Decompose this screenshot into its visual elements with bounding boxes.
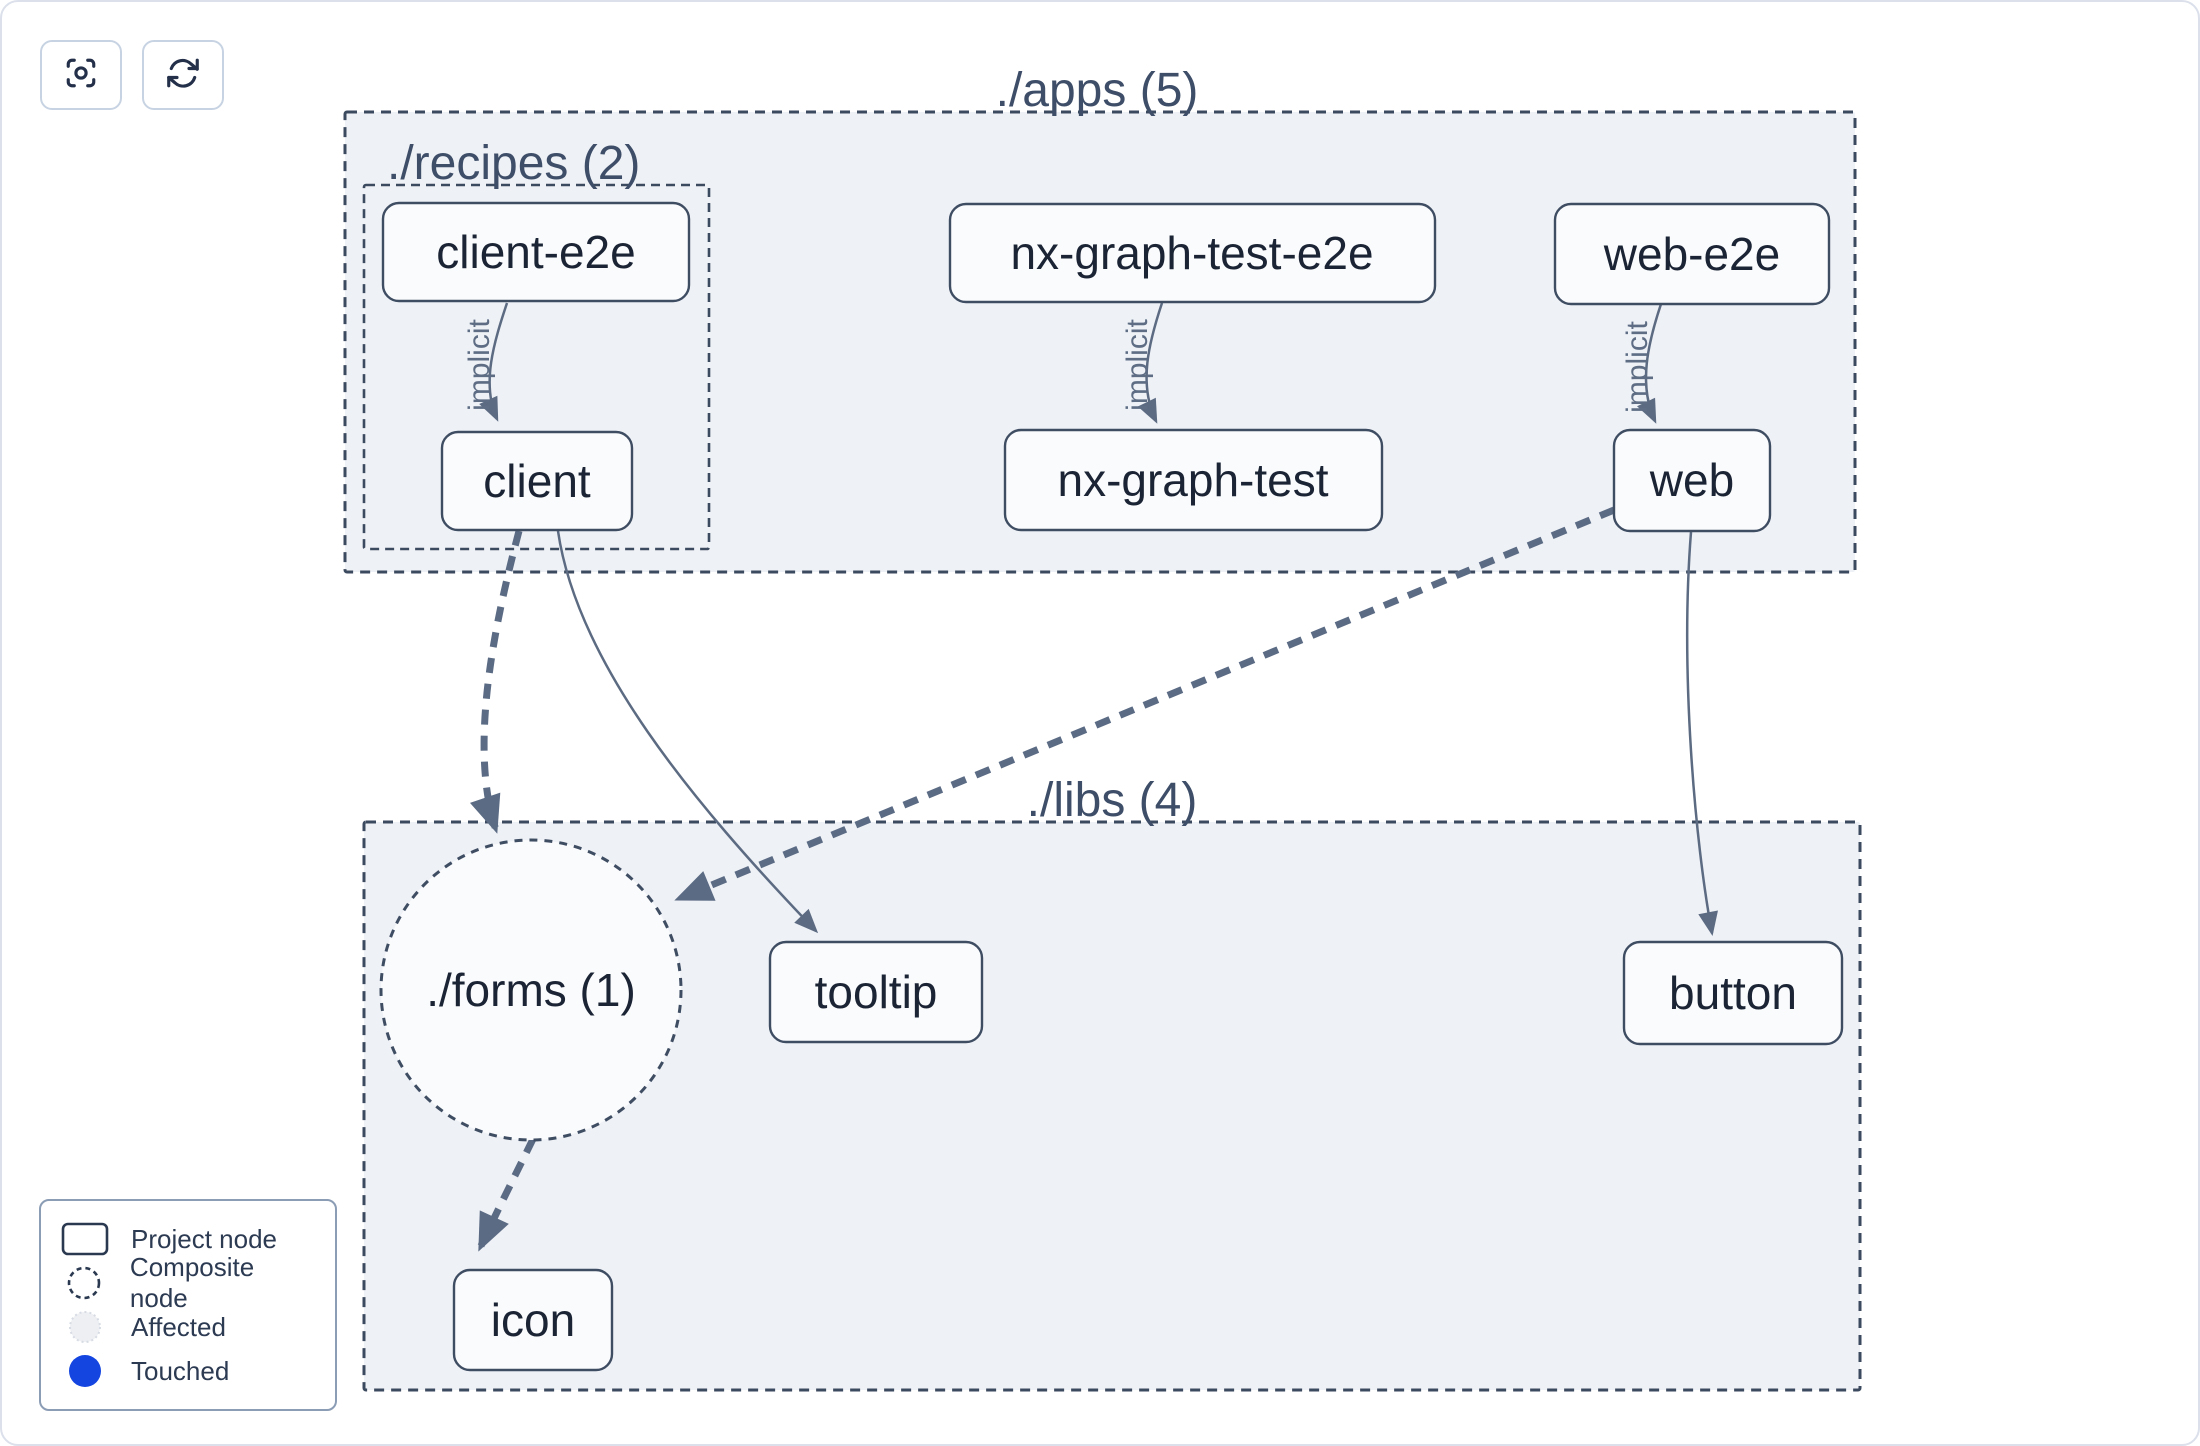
- group-recipes-title: ./recipes (2): [387, 137, 640, 190]
- edge-forms-to-icon: [476, 1137, 537, 1252]
- edge-label-implicit: implicit: [463, 319, 496, 411]
- refresh-button[interactable]: [142, 40, 224, 110]
- legend-item-touched: Touched: [61, 1349, 315, 1393]
- node-tooltip-label: tooltip: [815, 966, 938, 1018]
- node-icon-label: icon: [491, 1294, 575, 1346]
- node-web-e2e[interactable]: web-e2e: [1553, 202, 1831, 306]
- legend-item-affected: Affected: [61, 1305, 315, 1349]
- node-web-e2e-label: web-e2e: [1603, 228, 1780, 280]
- edge-nx-graph-test-e2e-to-nx-graph-test: [1137, 302, 1164, 424]
- edge-client-e2e-to-client: [479, 302, 509, 422]
- group-recipes-outline: [362, 183, 711, 551]
- node-button[interactable]: button: [1622, 940, 1844, 1046]
- composite-node-icon: [61, 1265, 108, 1301]
- node-web-label: web: [1649, 454, 1734, 506]
- legend-label: Project node: [131, 1223, 277, 1254]
- node-nx-graph-test-label: nx-graph-test: [1057, 454, 1328, 506]
- focus-button[interactable]: [40, 40, 122, 110]
- node-nx-graph-test[interactable]: nx-graph-test: [1003, 428, 1384, 532]
- node-client-e2e-label: client-e2e: [436, 226, 635, 278]
- node-client[interactable]: client: [440, 430, 634, 532]
- legend-item-project-node: Project node: [61, 1217, 315, 1261]
- edge-label-implicit: implicit: [1121, 319, 1154, 411]
- node-icon[interactable]: icon: [452, 1268, 614, 1372]
- legend: Project node Composite node Affected: [39, 1199, 337, 1411]
- node-web[interactable]: web: [1612, 428, 1772, 533]
- edge-client-to-tooltip: [556, 530, 819, 934]
- edge-client-to-forms: [469, 530, 523, 834]
- composite-node-forms[interactable]: ./forms (1): [379, 838, 683, 1142]
- group-libs-title: ./libs (4): [1027, 774, 1198, 827]
- group-apps-title: ./apps (5): [996, 64, 1199, 117]
- legend-label: Composite node: [129, 1252, 255, 1313]
- edge-web-e2e-to-web: [1637, 303, 1663, 424]
- touched-icon: [61, 1353, 109, 1389]
- composite-node-forms-label: ./forms (1): [426, 964, 636, 1016]
- node-nx-graph-test-e2e[interactable]: nx-graph-test-e2e: [948, 202, 1437, 304]
- node-nx-graph-test-e2e-label: nx-graph-test-e2e: [1010, 227, 1373, 279]
- group-apps-outline: [343, 110, 1857, 574]
- refresh-icon: [165, 55, 201, 96]
- composite-node-forms-circle[interactable]: [379, 838, 683, 1142]
- edge-label-implicit: implicit: [1621, 321, 1654, 413]
- focus-crosshair-icon: [63, 55, 99, 96]
- legend-item-composite-node: Composite node: [61, 1252, 315, 1313]
- node-client-label: client: [483, 455, 591, 507]
- edge-web-to-forms: [674, 506, 1616, 903]
- project-node-icon: [61, 1222, 109, 1256]
- node-tooltip[interactable]: tooltip: [768, 940, 984, 1044]
- edge-web-to-button: [1685, 531, 1718, 936]
- node-client-e2e[interactable]: client-e2e: [381, 201, 691, 303]
- toolbar: [40, 40, 224, 110]
- legend-label: Touched: [131, 1355, 230, 1386]
- affected-icon: [61, 1309, 109, 1345]
- legend-label: Affected: [131, 1311, 226, 1342]
- node-button-label: button: [1669, 967, 1797, 1019]
- group-libs-outline: [362, 820, 1862, 1392]
